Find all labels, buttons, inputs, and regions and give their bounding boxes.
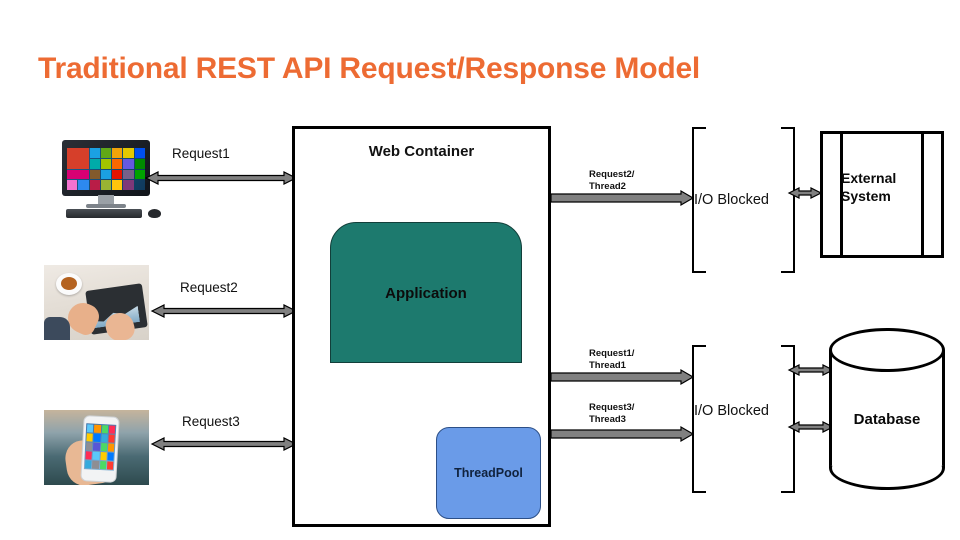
- windows-tiles-icon: [67, 148, 145, 190]
- io-blocked-bracket-open-top: [692, 127, 706, 273]
- cylinder-top: [829, 328, 945, 372]
- request1-arrow: [144, 171, 298, 185]
- request2-thread2-label: Request2/ Thread2: [589, 169, 634, 192]
- external-system-label-line2: System: [841, 187, 891, 204]
- request3-thread-request: Request3/: [589, 402, 635, 413]
- smartphone-photo-icon: [44, 410, 149, 485]
- application-box: [330, 222, 522, 363]
- request3-thread3-label: Request3/ Thread3: [589, 402, 634, 425]
- request2-label: Request2: [180, 280, 238, 295]
- sleeve: [44, 317, 70, 340]
- request3-thread3-arrow: [550, 425, 695, 443]
- request3-arrow: [150, 437, 298, 451]
- mouse-icon: [148, 209, 161, 218]
- node-divider-right: [921, 134, 924, 255]
- request2-thread-request: Request2/: [589, 169, 635, 180]
- io-blocked-bracket-close-bottom: [781, 345, 795, 493]
- io-blocked-label-top: I/O Blocked: [694, 192, 769, 208]
- request2-arrow: [150, 304, 298, 318]
- request1-thread-request: Request1/: [589, 348, 635, 359]
- request1-thread-thread: Thread1: [589, 359, 626, 371]
- request1-label: Request1: [172, 146, 230, 161]
- request1-thread1-label: Request1/ Thread1: [589, 348, 634, 371]
- desktop-computer-icon: [52, 140, 162, 220]
- io-blocked-bracket-open-bottom: [692, 345, 706, 493]
- monitor-base: [86, 204, 126, 208]
- phone-body: [80, 415, 120, 483]
- request2-thread2-arrow: [550, 189, 695, 207]
- request3-thread-thread: Thread3: [589, 413, 626, 425]
- database-label: Database: [853, 411, 921, 428]
- keyboard-icon: [66, 209, 142, 218]
- request2-thread-thread: Thread2: [589, 180, 626, 192]
- database-link-arrow-bottom: [787, 421, 835, 433]
- phone-screen: [83, 423, 117, 471]
- node-divider-left: [840, 134, 843, 255]
- io-blocked-label-bottom: I/O Blocked: [694, 403, 769, 419]
- external-system-label-line1: External: [841, 170, 897, 186]
- monitor-stand: [98, 195, 114, 205]
- external-system-label: External System: [841, 170, 931, 205]
- web-container-title: Web Container: [368, 143, 475, 160]
- page-title: Traditional REST API Request/Response Mo…: [38, 52, 701, 85]
- database-link-arrow-top: [787, 364, 835, 376]
- io-blocked-bracket-close-top: [781, 127, 795, 273]
- external-system-link-arrow: [787, 187, 823, 199]
- application-label: Application: [385, 285, 467, 302]
- threadpool-label: ThreadPool: [454, 466, 523, 480]
- request3-label: Request3: [182, 414, 240, 429]
- request1-thread1-arrow: [550, 368, 695, 386]
- database-cylinder: [829, 328, 945, 490]
- coffee-liquid: [61, 277, 77, 290]
- external-system-box: [820, 131, 944, 258]
- desktop-screen: [62, 140, 150, 196]
- threadpool-box: [436, 427, 541, 519]
- tablet-photo-icon: [44, 265, 149, 340]
